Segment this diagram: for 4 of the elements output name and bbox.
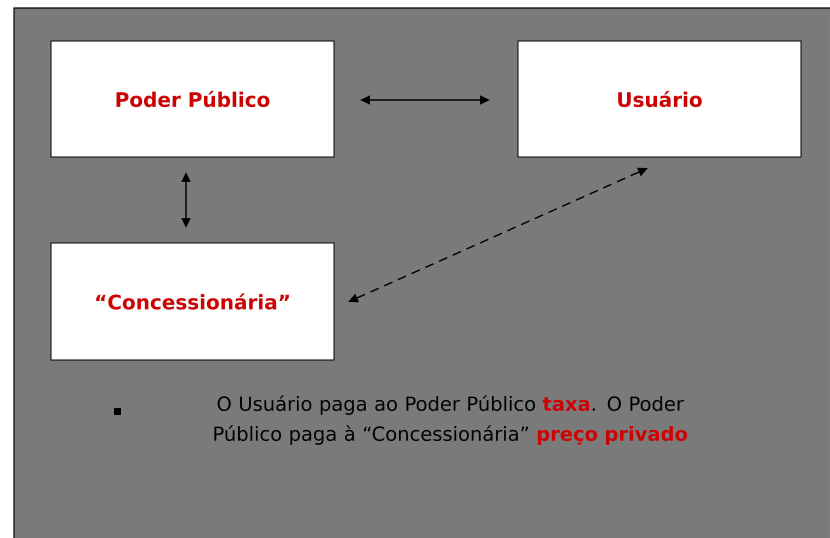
- box: Poder Público: [50, 40, 334, 158]
- note-text: O Usuário paga ao Poder Público taxa. O Poder Público paga à “Concessionária” preço privado: [214, 395, 688, 445]
- box: Usuário: [518, 40, 802, 158]
- box: “Concessionária”: [50, 242, 334, 360]
